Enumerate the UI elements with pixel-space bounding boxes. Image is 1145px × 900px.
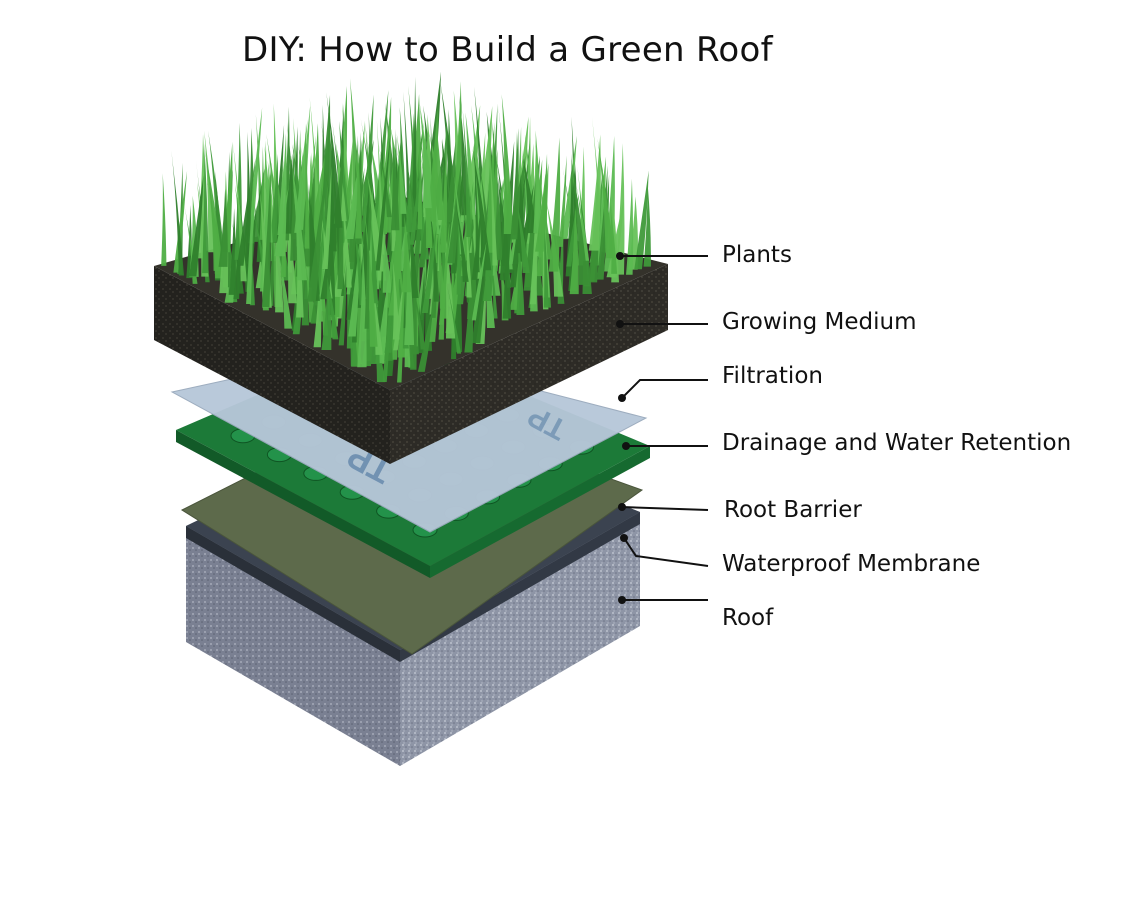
- leader-dot: [618, 394, 626, 402]
- grass-blade: [589, 134, 601, 250]
- leader-dot: [622, 442, 630, 450]
- label-root-barrier: Root Barrier: [724, 497, 862, 523]
- leader-line: [622, 507, 708, 510]
- grass-blade: [161, 173, 166, 266]
- label-roof: Roof: [722, 605, 773, 631]
- label-growing-medium: Growing Medium: [722, 309, 917, 335]
- leader-dot: [616, 320, 624, 328]
- label-drainage: Drainage and Water Retention: [722, 430, 1071, 456]
- label-plants: Plants: [722, 242, 792, 268]
- leader-dot: [616, 252, 624, 260]
- leader-dot: [618, 503, 626, 511]
- label-waterproof-membrane: Waterproof Membrane: [722, 551, 980, 577]
- leader-dot: [618, 596, 626, 604]
- leader-dot: [620, 534, 628, 542]
- label-filtration: Filtration: [722, 363, 823, 389]
- leader-line: [622, 380, 708, 398]
